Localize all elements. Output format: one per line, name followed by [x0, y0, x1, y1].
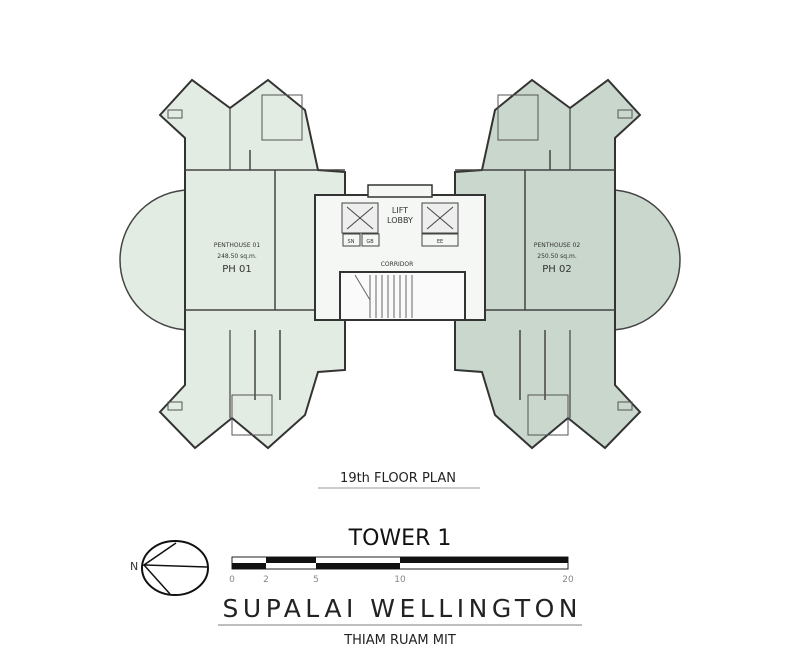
project-name: SUPALAI WELLINGTON [223, 594, 578, 623]
unit-name: PENTHOUSE 02 [534, 242, 581, 249]
tower-title: TOWER 1 [348, 526, 452, 551]
scale-tick: 0 [229, 575, 235, 585]
corridor-label: CORRIDOR [381, 261, 414, 268]
core [314, 184, 486, 321]
north-label: N [130, 560, 138, 573]
unit-code: PH 02 [542, 264, 571, 275]
scale-tick: 2 [263, 575, 269, 585]
ee-label: EE [437, 239, 443, 245]
project-location: THIAM RUAM MIT [343, 633, 456, 648]
floor-plan-title: 19th FLOOR PLAN [340, 471, 456, 486]
lift-lobby-label: LIFT [392, 206, 408, 215]
sn-label: SN [348, 239, 355, 245]
unit-code: PH 01 [222, 264, 251, 275]
scale-tick: 5 [313, 575, 319, 585]
gb-label: GB [366, 239, 374, 245]
north-arrow: N [130, 540, 209, 596]
unit-name: PENTHOUSE 01 [214, 242, 261, 249]
lift-lobby-label-2: LOBBY [387, 216, 413, 225]
unit-area: 250.50 sq.m. [537, 253, 577, 260]
scale-bar: 0 2 5 10 20 [229, 556, 574, 585]
scale-tick: 10 [394, 575, 406, 585]
scale-tick: 20 [562, 575, 574, 585]
unit-area: 248.50 sq.m. [217, 253, 257, 260]
